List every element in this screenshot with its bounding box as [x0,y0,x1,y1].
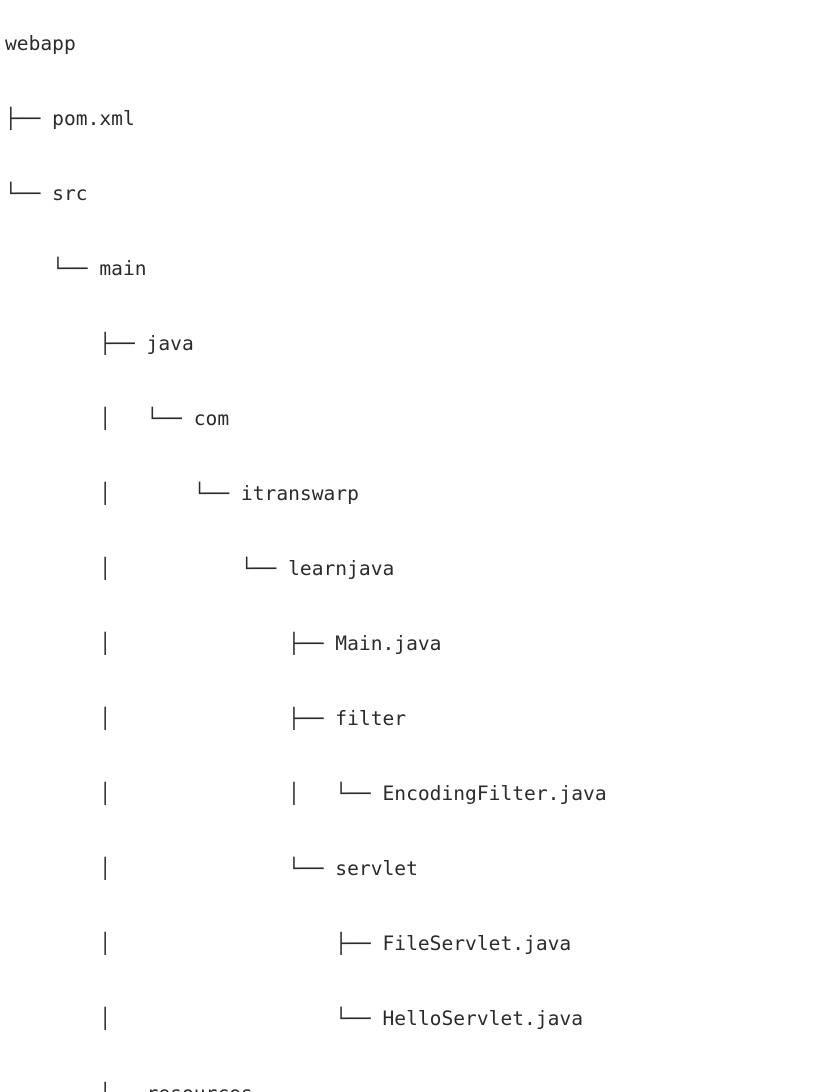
tree-line: ├── java [5,332,194,355]
tree-line: │ │ └── EncodingFilter.java [5,782,607,805]
tree-line: │ └── servlet [5,857,418,880]
tree-line: │ └── HelloServlet.java [5,1007,584,1030]
tree-line: │ ├── filter [5,707,407,730]
tree-line: ├── resources [5,1081,820,1092]
tree-line: │ ├── FileServlet.java [5,932,572,955]
tree-line: ├── pom.xml [5,107,135,130]
tree-line: │ └── com [5,407,230,430]
tree-line: └── main [5,257,147,280]
directory-tree-panel: webapp ├── pom.xml └── src └── main ├── … [5,32,607,1092]
tree-line: webapp [5,32,76,55]
tree-line: │ ├── Main.java [5,632,442,655]
tree-line: │ └── itranswarp [5,482,359,505]
tree-line: │ └── learnjava [5,557,395,580]
tree-line: └── src [5,182,88,205]
